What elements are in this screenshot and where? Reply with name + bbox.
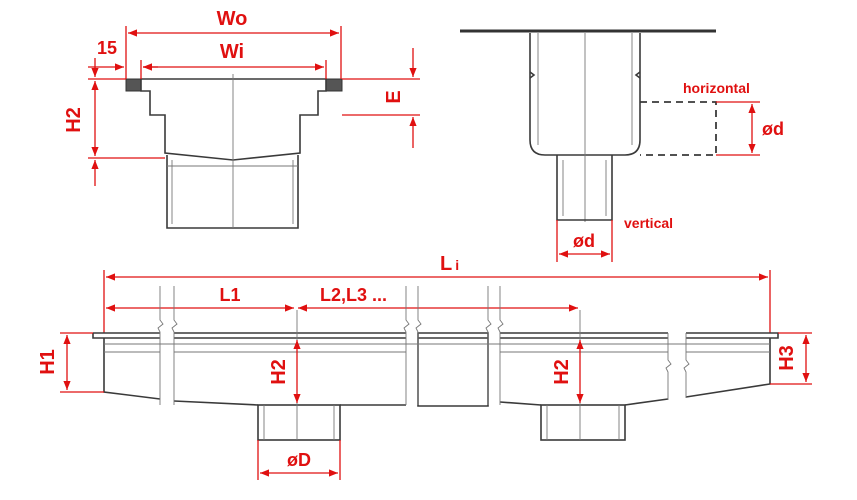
segment-4-outline	[499, 332, 669, 406]
outlet-pipe-outline	[166, 155, 299, 229]
outlet-1-outline	[257, 404, 341, 441]
break-line-1	[157, 286, 164, 405]
od-side-label: ød	[762, 119, 784, 139]
segment-2-outline	[173, 332, 406, 406]
break-line-5	[485, 286, 492, 405]
h2-front-label: H2	[63, 107, 85, 133]
horizontal-label: horizontal	[683, 80, 750, 96]
break-line-8	[683, 333, 690, 398]
outlet-2-outline	[540, 404, 626, 441]
horizontal-outlet-outline	[640, 101, 717, 156]
break-line-6	[497, 286, 504, 405]
h2-right-label: H2	[551, 359, 573, 385]
l1-label: L1	[219, 285, 240, 305]
side-body-notch-right	[634, 71, 641, 79]
front-section-view: Wo Wi 15 H2 E	[63, 8, 420, 229]
left-flange-pad	[125, 78, 142, 92]
wo-label: Wo	[217, 8, 248, 30]
vertical-outlet-outline	[556, 155, 613, 221]
vertical-label: vertical	[624, 215, 673, 231]
right-flange-pad	[325, 78, 343, 92]
break-line-2	[171, 286, 178, 405]
e-label: E	[383, 90, 405, 103]
break-line-4	[415, 286, 422, 405]
h2-left-label: H2	[268, 359, 290, 385]
break-line-7	[665, 333, 672, 400]
oD-label: øD	[287, 450, 311, 470]
side-body-notch-left	[529, 71, 536, 79]
flange-width-label: 15	[97, 38, 117, 58]
h3-label: H3	[776, 345, 798, 371]
l2l3-label: L2,L3 ...	[320, 285, 387, 305]
od-bottom-label: ød	[573, 231, 595, 251]
break-line-3	[403, 286, 410, 405]
side-view: horizontal ød vertical ød	[460, 29, 784, 262]
wi-label: Wi	[220, 41, 244, 63]
segment-5-outline	[685, 332, 779, 398]
channel-body-outline	[140, 78, 327, 161]
segment-1-outline	[92, 332, 161, 400]
h1-label: H1	[37, 349, 59, 375]
